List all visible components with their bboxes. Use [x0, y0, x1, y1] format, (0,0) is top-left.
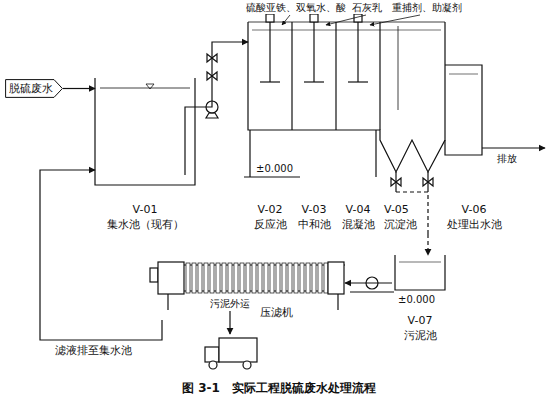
- pipe-connector: [427, 234, 428, 255]
- pump-base: [206, 113, 218, 118]
- reagent-label: 石灰乳: [352, 2, 382, 14]
- tag-number: V-03: [302, 202, 327, 217]
- discharge-arrow: [482, 147, 545, 148]
- settling-tank-box: V-05沉淀池: [380, 22, 445, 234]
- valve: [391, 178, 401, 186]
- water-level-mark: [146, 84, 154, 89]
- coagulation-tank-box: V-04混凝池: [336, 22, 380, 234]
- node-label: 处理出水池: [447, 217, 502, 232]
- ground-line: [244, 176, 300, 177]
- elevation-mark: ±0.000: [256, 163, 293, 175]
- outlet-label: 排放: [497, 153, 517, 165]
- ground-line: [350, 291, 394, 292]
- edge-label: 滤液排至集水池: [55, 344, 132, 357]
- treatment-tank: [248, 22, 445, 172]
- truck: [205, 338, 257, 369]
- tag-number: V-04: [346, 202, 371, 217]
- tag-number: V-07: [408, 313, 433, 328]
- pipe-connector: [40, 170, 162, 340]
- tank-support: [249, 130, 250, 177]
- tag-number: V-05: [384, 202, 409, 217]
- dosing-line: [326, 15, 366, 25]
- outlet-tank-box: V-06处理出水池: [444, 65, 505, 234]
- tag-number: V-02: [258, 202, 283, 217]
- filter-press-box: 压滤机: [150, 258, 345, 320]
- node-label: 反应池: [254, 217, 287, 232]
- node-label: 混凝池: [342, 217, 375, 232]
- sludge-pit: [395, 255, 445, 290]
- outlet-tank: [445, 65, 482, 155]
- input-arrow: 脱硫废水: [5, 79, 63, 98]
- tag-number: V-01: [133, 202, 158, 217]
- node-label: 污泥池: [404, 328, 437, 343]
- stirrer: [348, 14, 368, 82]
- dosing-line: [370, 15, 420, 25]
- pipe-connector: [345, 282, 392, 283]
- dosing-line: [282, 15, 290, 25]
- tank-divider: [379, 22, 380, 130]
- tag-number: V-06: [462, 202, 487, 217]
- node-label: 中和池: [298, 217, 331, 232]
- node-label: 沉淀池: [384, 217, 417, 232]
- suction-pipe: [185, 107, 195, 175]
- tank-divider: [291, 22, 292, 130]
- neutralization-tank-box: V-03中和池: [292, 22, 336, 234]
- node-label: 集水池（现有）: [107, 217, 184, 232]
- figure-caption: 图 3-1 实际工程脱硫废水处理流程: [0, 381, 558, 396]
- stirrer: [260, 14, 280, 82]
- reaction-tank-box: V-02反应池: [248, 22, 292, 234]
- reagent-label: 重捕剂、助凝剂: [392, 2, 462, 14]
- sludge-out-arrow: [229, 311, 230, 334]
- sludge-out-label: 污泥外运: [210, 298, 250, 310]
- water-level: [399, 262, 441, 263]
- pipe-connector: [63, 88, 95, 89]
- valve: [423, 178, 433, 186]
- filter-press: [150, 262, 345, 310]
- tank-divider: [335, 22, 336, 130]
- reagent-label: 硫酸亚铁、双氧水、酸: [246, 2, 346, 14]
- elevation-mark: ±0.000: [398, 294, 435, 306]
- collecting-tank-box: V-01集水池（现有）: [95, 78, 195, 234]
- tank-support: [375, 130, 376, 177]
- node-label: 脱硫废水: [9, 81, 53, 96]
- water-level: [100, 88, 190, 89]
- water-level: [449, 74, 478, 75]
- water-level: [252, 30, 441, 31]
- pipe-connector: [195, 42, 248, 107]
- tank-top: [248, 22, 445, 23]
- node-label: 压滤机: [260, 305, 293, 320]
- center-baffle: [398, 26, 399, 110]
- collecting-tank: [95, 78, 195, 185]
- stirrer: [304, 14, 324, 82]
